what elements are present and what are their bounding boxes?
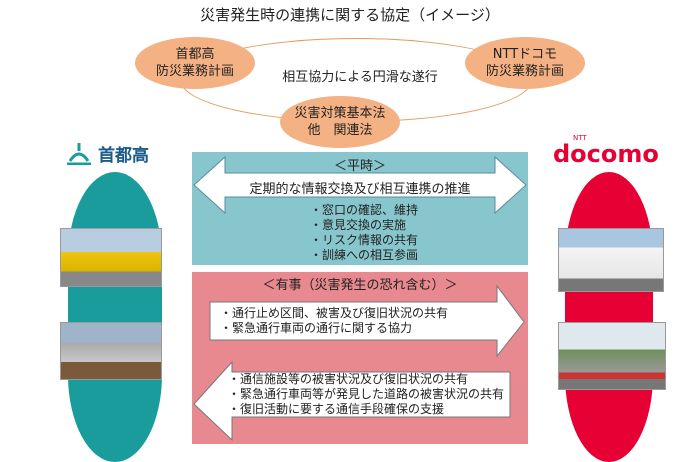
normal-item: ・リスク情報の共有	[310, 233, 419, 247]
normal-label: ＜平時＞	[333, 159, 386, 174]
emergency-item: ・復旧活動に要する通信手段確保の支援	[228, 402, 445, 416]
double-arrow-icon	[193, 155, 527, 215]
page-title: 災害発生時の連携に関する協定（イメージ）	[200, 6, 500, 24]
normal-time-panel: ＜平時＞ 定期的な情報交換及び相互連携の推進 ・窓口の確認、維持 ・意見交換の実…	[192, 152, 528, 265]
arrows-icon	[193, 284, 525, 442]
oval-text: 他 関連法	[307, 123, 373, 138]
oval-text: 防災業務計画	[155, 64, 234, 79]
photo-docomo-truck	[558, 228, 664, 292]
emergency-item: ・緊急通行車両等が発見した道路の被害状況の共有	[228, 387, 505, 401]
photo-shutoko-van	[60, 322, 162, 380]
normal-arrow-text: 定期的な情報交換及び相互連携の推進	[249, 182, 471, 197]
oval-law: 災害対策基本法他 関連法	[280, 96, 400, 148]
oval-shutoko-plan: 首都高防災業務計画	[135, 37, 255, 89]
oval-text: 災害対策基本法	[294, 106, 386, 121]
emergency-item: ・緊急通行車両の通行に関する協力	[220, 321, 413, 335]
photo-docomo-field	[558, 322, 666, 390]
shutoko-shape	[68, 172, 162, 462]
normal-item: ・窓口の確認、維持	[310, 203, 419, 217]
oval-text: 防災業務計画	[485, 64, 564, 79]
normal-item: ・意見交換の実施	[310, 218, 407, 232]
oval-text: NTTドコモ	[492, 47, 558, 62]
emergency-item: ・通行止め区間、被害及び復旧状況の共有	[220, 306, 449, 320]
docomo-logo: NTT docomo	[553, 134, 673, 166]
docomo-shape	[565, 172, 653, 462]
emergency-panel: ＜有事（災害発生の恐れ含む）＞ ・通行止め区間、被害及び復旧状況の共有 ・緊急通…	[192, 272, 528, 444]
ntt-text: NTT	[573, 134, 587, 142]
cooperation-text: 相互協力による円滑な遂行	[282, 70, 438, 85]
shutoko-logo: 首都高	[66, 140, 166, 166]
docomo-text: docomo	[553, 140, 659, 168]
emergency-label: ＜有事（災害発生の恐れ含む）＞	[262, 278, 458, 293]
oval-text: 首都高	[175, 47, 215, 62]
oval-docomo-plan: NTTドコモ防災業務計画	[465, 37, 585, 89]
normal-item: ・訓練への相互参画	[310, 248, 419, 262]
photo-shutoko-truck	[60, 228, 162, 287]
emergency-item: ・通信施設等の被害状況及び復旧状況の共有	[228, 372, 469, 386]
shutoko-logo-icon	[67, 143, 91, 165]
shutoko-logo-text: 首都高	[98, 145, 149, 166]
